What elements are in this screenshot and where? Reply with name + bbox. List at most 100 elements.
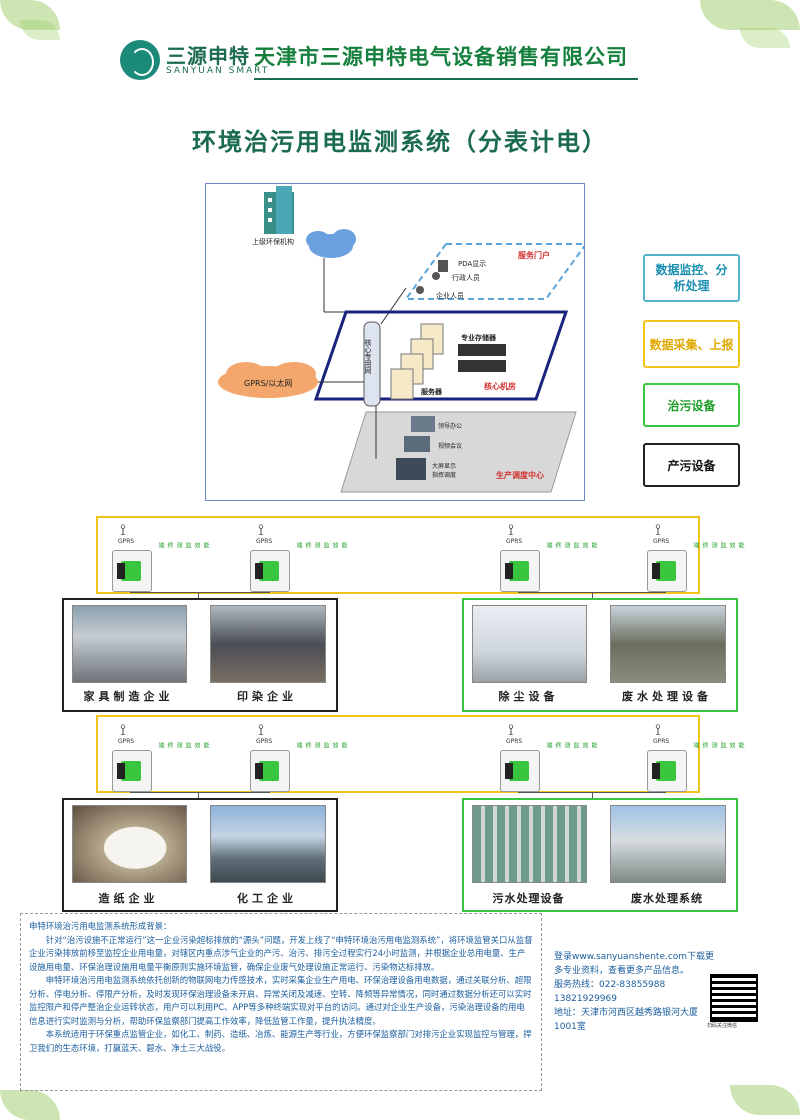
header-divider xyxy=(254,78,638,80)
connector-line xyxy=(130,592,270,593)
core-net-pipe xyxy=(363,321,381,407)
leaf-decoration-bottom-left xyxy=(0,1090,60,1120)
legend-monitor: 数据监控、分析处理 xyxy=(643,254,740,302)
leader-label: 领导办公 xyxy=(438,422,462,430)
gprs-label: GPRS/以太网 xyxy=(244,378,292,388)
legend-collect: 数据采集、上报 xyxy=(643,320,740,368)
leaf-decoration-top-right-2 xyxy=(740,28,790,48)
portal-label: 服务门户 xyxy=(518,250,550,260)
gprs-tag: GPRS xyxy=(118,738,135,745)
network-diagram-svg: 上级环保机构 服务门户 PDA显示 行政人员 企业人员 核心机房 核心专用网 xyxy=(218,186,588,493)
terminal-device-icon xyxy=(250,750,290,792)
gprs-tag: GPRS xyxy=(256,738,273,745)
collect-box-row2 xyxy=(96,715,700,793)
gprs-tag: GPRS xyxy=(256,538,273,545)
device-label: 能效监测终端 xyxy=(295,742,347,748)
leader-office-icon xyxy=(411,416,435,432)
server-label: 服务器 xyxy=(421,387,443,396)
terminal-device-icon xyxy=(647,750,687,792)
antenna-icon: ⟟ xyxy=(508,720,514,739)
dust-removal-photo xyxy=(472,605,587,683)
legend-produce: 产污设备 xyxy=(643,443,740,487)
antenna-icon: ⟟ xyxy=(655,720,661,739)
staff-label: 企业人员 xyxy=(436,291,464,300)
desc-heading: 申特环境治污用电监测系统形成背景： xyxy=(29,921,172,931)
storage-label: 专业存储器 xyxy=(461,333,497,342)
producer-box-row1 xyxy=(62,598,338,712)
device-label: 能效监测终端 xyxy=(157,742,209,748)
desc-paragraph-1: 针对“治污设施不正常运行”这一企业污染超标排放的“源头”问题，开发上线了“申特环… xyxy=(29,934,533,972)
wastewater-system-label: 废水处理系统 xyxy=(631,892,703,905)
antenna-icon: ⟟ xyxy=(258,720,264,739)
legend-collect-label: 数据采集、上报 xyxy=(649,337,734,352)
device-label: 能效监测终端 xyxy=(545,742,597,748)
terminal-device-icon xyxy=(500,750,540,792)
leaf-decoration-top-left-2 xyxy=(20,20,60,40)
storage-icon-2 xyxy=(458,360,506,372)
storage-icon xyxy=(458,344,506,356)
contact-info: 登录www.sanyuanshente.com下载更多专业资料，查看更多产品信息… xyxy=(554,950,719,1034)
network-diagram: 上级环保机构 服务门户 PDA显示 行政人员 企业人员 核心机房 核心专用网 xyxy=(205,183,588,501)
admin-icon xyxy=(432,272,440,280)
sewage-equipment-photo xyxy=(472,805,587,883)
admin-label: 行政人员 xyxy=(452,273,480,282)
connector-line xyxy=(198,792,199,800)
video-meeting-icon xyxy=(404,436,430,452)
brand-name-en: SANYUAN SMART xyxy=(166,66,270,76)
building-icon xyxy=(264,186,294,234)
server-stack-icon xyxy=(390,323,444,400)
pda-icon xyxy=(438,260,448,272)
website-line: 登录www.sanyuanshente.com下载更多专业资料，查看更多产品信息… xyxy=(554,952,715,976)
brand-name: 三源申特 xyxy=(166,44,250,68)
furniture-label: 家具制造企业 xyxy=(83,690,174,703)
device-label: 能效监测终端 xyxy=(545,542,597,548)
gprs-tag: GPRS xyxy=(653,738,670,745)
gprs-cloud-icon xyxy=(218,362,318,398)
connector-line xyxy=(592,792,593,800)
connector-line xyxy=(592,592,593,600)
antenna-icon: ⟟ xyxy=(655,520,661,539)
portal-area xyxy=(404,243,588,300)
leaf-decoration-bottom-right xyxy=(730,1085,800,1115)
producer-box-row2 xyxy=(62,798,338,912)
desc-paragraph-3: 本系统适用于环保重点监管企业，如化工、制药、造纸、冶炼、能源生产等行业，方便环保… xyxy=(29,1029,532,1053)
leaf-decoration-top-right xyxy=(700,0,800,30)
qr-code-icon xyxy=(710,974,758,1022)
mobile: 13821929969 xyxy=(554,994,617,1004)
connector-line xyxy=(198,592,199,600)
terminal-device-icon xyxy=(500,550,540,592)
paper-factory-photo xyxy=(72,805,187,883)
page-title: 环境治污用电监测系统（分表计电） xyxy=(192,128,608,156)
video-label: 视频会议 xyxy=(438,442,462,450)
antenna-icon: ⟟ xyxy=(120,520,126,539)
connector-line xyxy=(130,792,270,793)
gprs-tag: GPRS xyxy=(653,538,670,545)
agency-label: 上级环保机构 xyxy=(252,237,294,246)
desc-paragraph-2: 申特环境治污用电监测系统依托创新的物联网电力传感技术，实时采集企业生产用电、环保… xyxy=(29,975,532,1026)
legend-treat-label: 治污设备 xyxy=(667,398,716,413)
treatment-box-row1 xyxy=(462,598,738,712)
gprs-tag: GPRS xyxy=(506,538,523,545)
dyeing-factory-photo xyxy=(210,605,326,683)
core-room-area xyxy=(313,310,569,401)
terminal-device-icon xyxy=(112,750,152,792)
dust-removal-label: 除尘设备 xyxy=(498,690,559,703)
screen-label: 大屏显示 xyxy=(432,462,456,470)
terminal-device-icon xyxy=(647,550,687,592)
pda-label: PDA显示 xyxy=(458,260,486,268)
legend-treat: 治污设备 xyxy=(643,383,740,427)
hotline: 服务热线：022-83855988 xyxy=(554,980,666,990)
big-screen-icon xyxy=(396,458,426,480)
antenna-icon: ⟟ xyxy=(120,720,126,739)
terminal-device-icon xyxy=(250,550,290,592)
gprs-tag: GPRS xyxy=(118,538,135,545)
dispatch-label: 指挥调度 xyxy=(432,471,456,479)
core-net-label: 核心专用网 xyxy=(364,338,372,375)
background-description: 申特环境治污用电监测系统形成背景： 针对“治污设施不正常运行”这一企业污染超标排… xyxy=(20,913,542,1091)
chemical-plant-photo xyxy=(210,805,326,883)
device-label: 能效监测终端 xyxy=(295,542,347,548)
legend-produce-label: 产污设备 xyxy=(667,458,716,473)
gprs-tag: GPRS xyxy=(506,738,523,745)
cloud-icon xyxy=(306,229,356,258)
device-label: 能效监测终端 xyxy=(692,542,744,548)
